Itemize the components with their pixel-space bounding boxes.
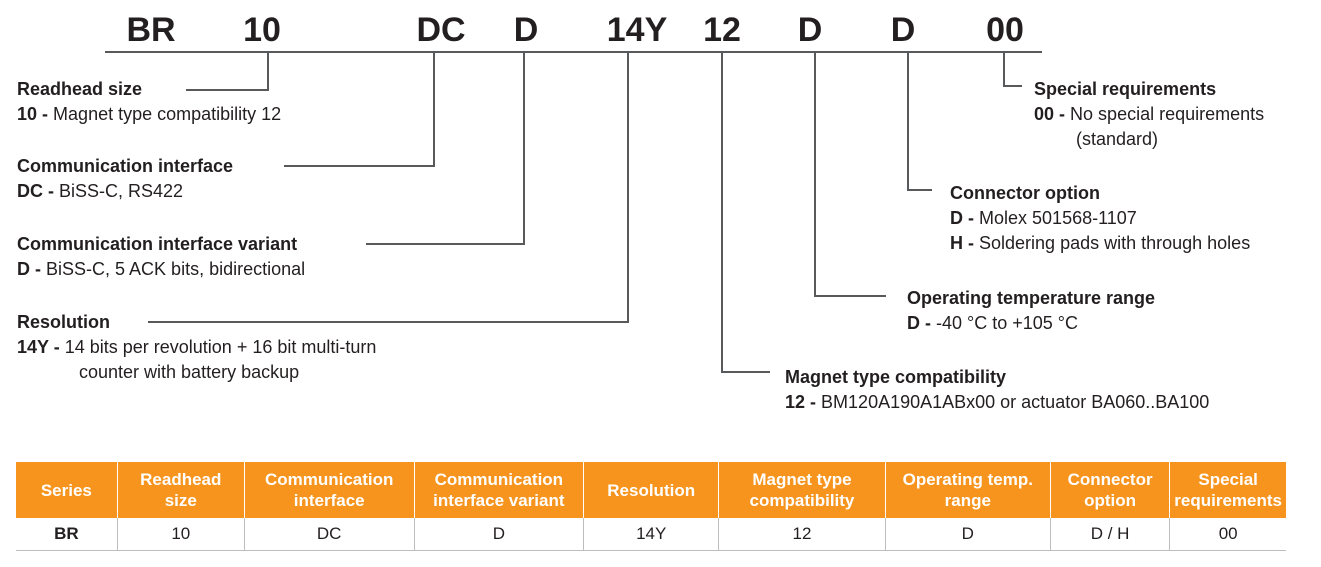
special-requirements-option-continuation: (standard) (1076, 129, 1159, 149)
operating-temperature-title: Operating temperature range (907, 288, 1156, 308)
cell-communication-interface: DC (243, 518, 415, 551)
cell-series: BR (16, 518, 118, 551)
leader-connector-option (907, 52, 932, 191)
connector-option-d: D - Molex 501568-1107 (950, 208, 1137, 228)
code-connector-option: D (890, 11, 916, 49)
leader-special-requirements (1003, 52, 1022, 87)
code-readhead-size: 10 (243, 11, 281, 49)
cell-magnet-type: 12 (718, 518, 886, 551)
communication-interface-variant-title: Communication interface variant (17, 234, 298, 254)
label-resolution: Resolution 14Y - 14 bits per revolution … (17, 310, 376, 385)
special-requirements-title: Special requirements (1034, 79, 1217, 99)
code-special-requirements: 00 (986, 11, 1024, 49)
resolution-title: Resolution (17, 312, 110, 332)
resolution-option-continuation: counter with battery backup (79, 362, 300, 382)
readhead-size-option: 10 - Magnet type compatibility 12 (17, 104, 282, 124)
magnet-type-option: 12 - BM120A190A1ABx00 or actuator BA060.… (785, 392, 1210, 412)
communication-interface-title: Communication interface (17, 156, 234, 176)
header-series: Series (16, 462, 118, 518)
leader-magnet-type (721, 52, 770, 373)
leader-communication-interface (284, 52, 435, 167)
leader-operating-temperature (814, 52, 886, 297)
table-row: BR 10 DC D 14Y 12 D D / H 00 (16, 518, 1286, 551)
code-magnet-type: 12 (703, 11, 741, 49)
connector-option-title: Connector option (950, 183, 1100, 203)
code-communication-interface: DC (416, 11, 466, 49)
special-requirements-option: 00 - No special requirements (1034, 104, 1265, 124)
code-series: BR (126, 11, 176, 49)
label-readhead-size: Readhead size 10 - Magnet type compatibi… (17, 77, 281, 127)
leader-readhead-size (186, 52, 269, 91)
magnet-type-title: Magnet type compatibility (785, 367, 1007, 387)
label-communication-interface-variant: Communication interface variant D - BiSS… (17, 232, 305, 282)
code-communication-interface-variant: D (513, 11, 539, 49)
cell-operating-temp: D (884, 518, 1051, 551)
label-communication-interface: Communication interface DC - BiSS-C, RS4… (17, 154, 233, 204)
cell-resolution: 14Y (583, 518, 719, 551)
label-connector-option: Connector option D - Molex 501568-1107 H… (950, 181, 1250, 256)
connector-option-h: H - Soldering pads with through holes (950, 233, 1251, 253)
cell-connector-option: D / H (1049, 518, 1170, 551)
header-resolution: Resolution (583, 462, 719, 518)
label-operating-temperature: Operating temperature range D - -40 °C t… (907, 286, 1155, 336)
code-resolution: 14Y (606, 11, 668, 49)
cell-communication-interface-variant: D (413, 518, 584, 551)
leader-communication-interface-variant (366, 52, 525, 245)
label-special-requirements: Special requirements 00 - No special req… (1034, 77, 1264, 152)
leader-resolution (148, 52, 629, 323)
resolution-option: 14Y - 14 bits per revolution + 16 bit mu… (17, 337, 377, 357)
code-operating-temperature: D (797, 11, 823, 49)
communication-interface-option: DC - BiSS-C, RS422 (17, 181, 184, 201)
communication-interface-variant-option: D - BiSS-C, 5 ACK bits, bidirectional (17, 259, 306, 279)
label-magnet-type: Magnet type compatibility 12 - BM120A190… (785, 365, 1209, 415)
cell-readhead-size: 10 (116, 518, 245, 551)
header-operating-temp: Operating temp.range (884, 462, 1051, 518)
cell-special-requirements: 00 (1169, 518, 1286, 551)
readhead-size-title: Readhead size (17, 79, 143, 99)
operating-temperature-option: D - -40 °C to +105 °C (907, 313, 1078, 333)
